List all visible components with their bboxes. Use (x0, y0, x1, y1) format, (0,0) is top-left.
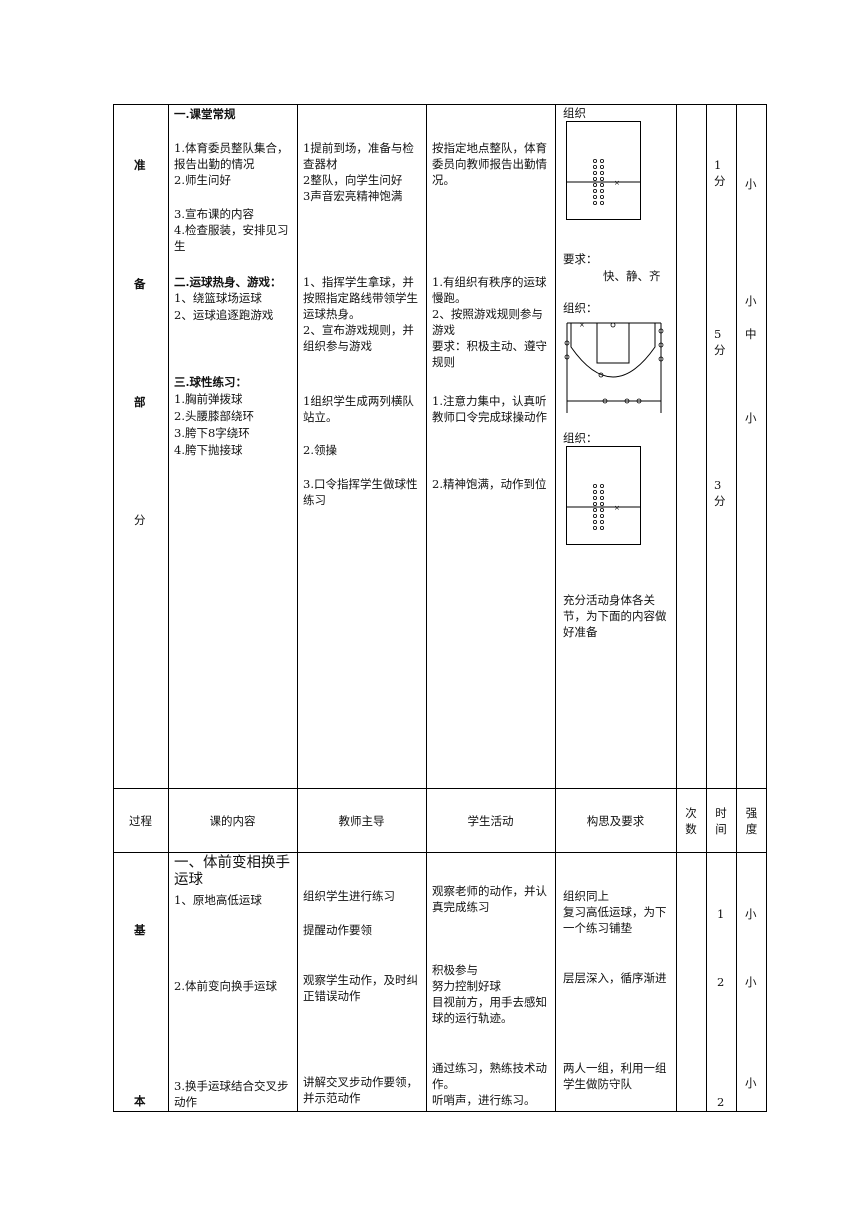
teacher-guide: 1提前到场，准备与检查器材 2整队，向学生问好 3声音宏亮精神饱满 (303, 141, 414, 203)
requirement-value: 快、静、齐 (603, 269, 661, 283)
content-item: 3.宣布课的内容 (174, 207, 254, 221)
time-value: 1 (717, 907, 725, 921)
col-divider (706, 104, 707, 1112)
court-diagram: × (564, 321, 664, 413)
time-value: 2 (717, 1095, 725, 1109)
design-label: 组织 (563, 106, 586, 120)
content-item: 1、原地高低运球 (174, 893, 262, 907)
requirement-label: 要求： (563, 252, 598, 266)
stage-char: 本 (134, 1094, 146, 1108)
intensity-value: 小 (745, 294, 757, 308)
time-value: 3 分 (714, 478, 726, 508)
intensity-value: 中 (745, 327, 757, 341)
svg-text:×: × (579, 321, 585, 329)
header-time: 时 间 (715, 806, 727, 836)
teacher-guide: 组织学生进行练习 (303, 889, 395, 903)
section-title: 二.运球热身、游戏： (174, 275, 282, 289)
content-item: 3.换手运球结合交叉步动作 (174, 1079, 289, 1109)
content-item: 4.检查服装，安排见习生 (174, 223, 289, 253)
intensity-value: 小 (745, 907, 757, 921)
teacher-guide: 2.领操 (303, 443, 337, 457)
content-item: 1.体育委员整队集合，报告出勤的情况 (174, 141, 289, 171)
teacher-guide: 1组织学生成两列横队站立。 (303, 394, 414, 424)
header-count: 次 数 (685, 806, 697, 836)
formation-diagram-2: × (566, 446, 641, 545)
design-note: 层层深入，循序渐进 (563, 971, 667, 985)
stage-char: 部 (134, 395, 146, 409)
design-note: 充分活动身体各关节，为下面的内容做好准备 (563, 593, 667, 639)
svg-text:×: × (614, 179, 620, 187)
header-process: 过程 (129, 814, 152, 828)
row-divider (113, 788, 767, 789)
stage-char: 分 (134, 513, 146, 527)
intensity-value: 小 (745, 177, 757, 191)
header-content: 课的内容 (209, 814, 256, 828)
content-item: 4.胯下抛接球 (174, 443, 243, 457)
lesson-plan-table (113, 104, 767, 1112)
content-item: 2.体前变向换手运球 (174, 979, 277, 993)
header-design: 构思及要求 (586, 814, 645, 828)
col-divider (168, 104, 169, 1112)
intensity-value: 小 (745, 411, 757, 425)
student-activity: 1.注意力集中，认真听教师口令完成球操动作 (432, 394, 547, 424)
student-activity: 2.精神饱满，动作到位 (432, 477, 547, 491)
time-value: 5 分 (714, 327, 726, 357)
student-activity: 积极参与 努力控制好球 目视前方，用手去感知球的运行轨迹。 (432, 963, 547, 1025)
student-activity: 按指定地点整队，体育委员向教师报告出勤情况。 (432, 141, 547, 187)
teacher-guide: 讲解交叉步动作要领，并示范动作 (303, 1075, 418, 1105)
formation-diagram-1: × (566, 121, 641, 220)
col-divider (676, 104, 677, 1112)
content-item: 2.头腰膝部绕环 (174, 409, 254, 423)
design-note: 组织同上 复习高低运球，为下一个练习铺垫 (563, 889, 667, 935)
student-activity: 通过练习，熟练技术动作。 听哨声，进行练习。 (432, 1061, 547, 1107)
content-item: 3.胯下8字绕环 (174, 426, 250, 440)
header-student: 学生活动 (467, 814, 514, 828)
design-note: 两人一组，利用一组学生做防守队 (563, 1061, 667, 1091)
teacher-guide: 观察学生动作，及时纠正错误动作 (303, 973, 418, 1003)
time-value: 1 分 (714, 158, 726, 188)
intensity-value: 小 (745, 975, 757, 989)
col-divider (426, 104, 427, 1112)
intensity-value: 小 (745, 1076, 757, 1090)
row-divider (113, 852, 767, 853)
stage-char: 准 (134, 158, 146, 172)
content-item: 2、运球追逐跑游戏 (174, 308, 274, 322)
col-divider (736, 104, 737, 1112)
col-divider (555, 104, 556, 1112)
col-divider (297, 104, 298, 1112)
content-item: 1.胸前弹拨球 (174, 392, 243, 406)
design-label: 组织： (563, 431, 598, 445)
stage-char: 备 (134, 277, 146, 291)
student-activity: 观察老师的动作，并认真完成练习 (432, 884, 547, 914)
teacher-guide: 3.口令指挥学生做球性练习 (303, 477, 418, 507)
svg-text:×: × (614, 504, 620, 512)
section-title: 一.课堂常规 (174, 107, 236, 121)
section-title: 一、体前变相换手运球 (174, 855, 290, 888)
content-item: 1、绕篮球场运球 (174, 291, 262, 305)
header-intensity: 强 度 (745, 806, 758, 836)
teacher-guide: 1、指挥学生拿球，并按照指定路线带领学生运球热身。 2、宣布游戏规则，并组织参与… (303, 275, 418, 353)
design-label: 组织： (563, 301, 598, 315)
content-item: 2.师生问好 (174, 173, 231, 187)
section-title: 三.球性练习： (174, 375, 248, 389)
time-value: 2 (717, 975, 725, 989)
teacher-guide: 提醒动作要领 (303, 923, 372, 937)
student-activity: 1.有组织有秩序的运球慢跑。 2、按照游戏规则参与游戏 要求：积极主动、遵守规则 (432, 275, 547, 369)
stage-char: 基 (134, 923, 146, 937)
header-teacher: 教师主导 (338, 814, 385, 828)
